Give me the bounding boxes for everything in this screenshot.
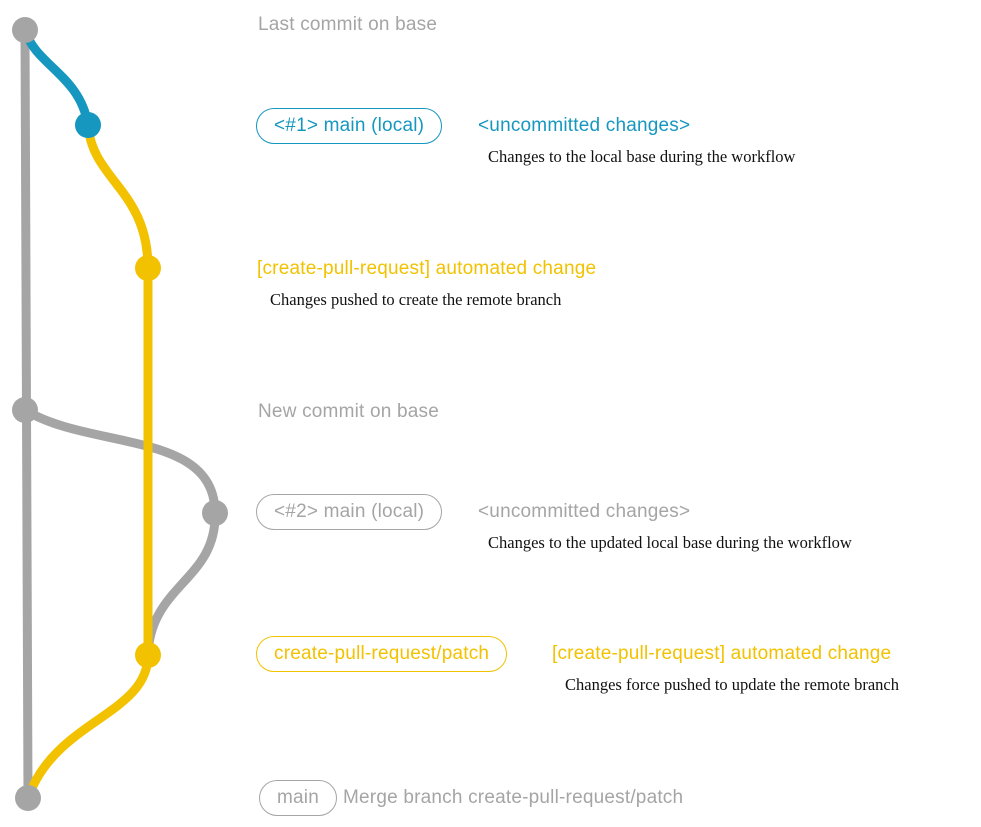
branch2-description: Changes to the updated local base during… xyxy=(488,533,852,552)
commit-node-local2 xyxy=(202,500,228,526)
new-commit-label: New commit on base xyxy=(258,401,440,422)
commit-node-base-new xyxy=(12,397,38,423)
last-commit-label: Last commit on base xyxy=(258,14,438,35)
local-branch2-curve-out xyxy=(20,405,220,518)
branch1-description: Changes to the local base during the wor… xyxy=(488,147,796,166)
branch1-badge: <#1> main (local) xyxy=(256,108,443,144)
push1-title: [create-pull-request] automated change xyxy=(257,258,597,279)
local-branch2-curve-in xyxy=(143,508,220,660)
branch1-status: <uncommitted changes> xyxy=(478,115,691,136)
commit-node-pr1 xyxy=(135,255,161,281)
push2-title: [create-pull-request] automated change xyxy=(552,643,892,664)
commit-node-pr2 xyxy=(135,642,161,668)
pr-merge-curve xyxy=(23,650,153,803)
main-badge: main xyxy=(259,780,337,816)
merge-commit-label: Merge branch create-pull-request/patch xyxy=(343,787,684,808)
patch-branch-badge: create-pull-request/patch xyxy=(256,636,508,672)
branch2-badge: <#2> main (local) xyxy=(256,494,443,530)
pr-branch-curve-out xyxy=(83,120,153,273)
commit-node-base-top xyxy=(12,17,38,43)
push2-description: Changes force pushed to update the remot… xyxy=(565,675,900,694)
push1-description: Changes pushed to create the remote bran… xyxy=(270,290,562,309)
local-branch1-curve xyxy=(20,25,93,130)
commit-graph xyxy=(12,17,228,811)
commit-node-merge xyxy=(15,785,41,811)
branch2-status: <uncommitted changes> xyxy=(478,501,691,522)
commit-node-local1 xyxy=(75,112,101,138)
